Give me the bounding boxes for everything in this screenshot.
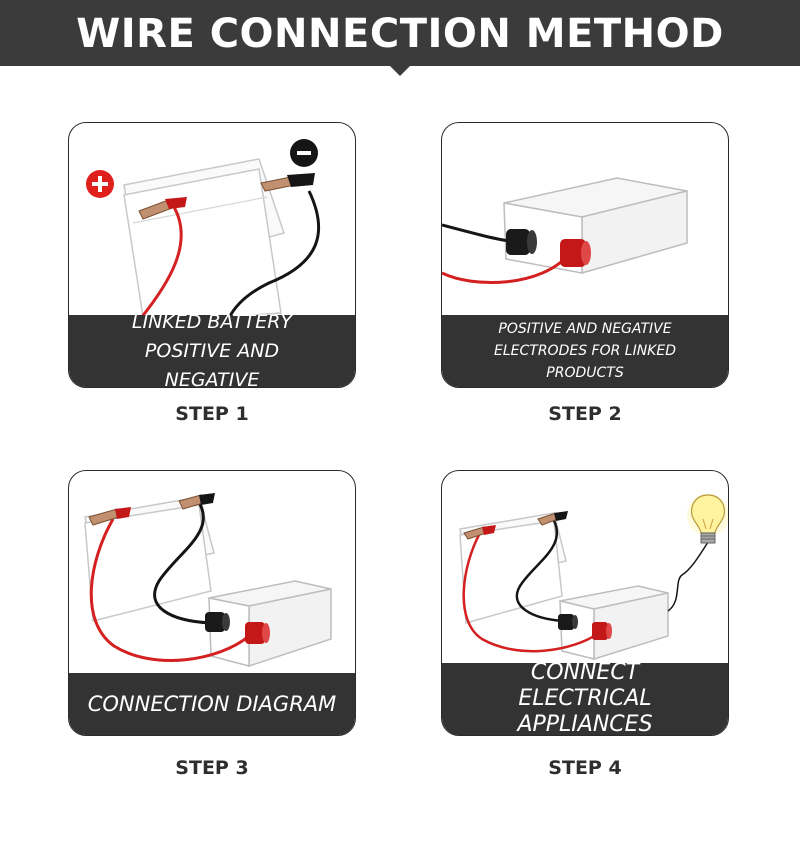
minus-badge-icon <box>290 139 318 167</box>
plus-badge-icon <box>86 170 114 198</box>
red-terminal-icon <box>560 239 591 267</box>
red-clamp-icon <box>138 197 187 220</box>
red-terminal-icon <box>592 622 612 640</box>
header-pointer <box>388 64 412 76</box>
step-2-card: POSITIVE AND NEGATIVE ELECTRODES FOR LIN… <box>441 122 729 388</box>
step-1-caption: LINKED BATTERY POSITIVE AND NEGATIVE <box>69 311 355 387</box>
page-title: WIRE CONNECTION METHOD <box>76 11 724 57</box>
black-terminal-icon <box>558 614 578 630</box>
battery-clamps-illustration <box>86 139 321 324</box>
step-4-card: CONNECT ELECTRICAL APPLIANCES <box>441 470 729 736</box>
black-clamp-icon <box>260 173 315 192</box>
black-terminal-icon <box>205 612 230 632</box>
step-3-caption: CONNECTION DIAGRAM <box>69 673 355 735</box>
product-terminals-illustration <box>442 177 688 285</box>
step-1-label: STEP 1 <box>175 403 249 425</box>
header-bar <box>0 0 800 66</box>
red-clamp-icon <box>88 507 131 526</box>
step-2-label: STEP 2 <box>548 403 622 425</box>
red-terminal-icon <box>245 622 270 644</box>
appliance-connection-illustration <box>459 494 728 661</box>
black-clamp-icon <box>178 493 215 510</box>
step-3-label: STEP 3 <box>175 757 249 779</box>
light-bulb-icon <box>687 494 728 544</box>
step-3-card: CONNECTION DIAGRAM <box>68 470 356 736</box>
black-clamp-icon <box>537 511 568 526</box>
black-terminal-icon <box>506 229 537 255</box>
connection-diagram-illustration <box>84 493 332 668</box>
step-4-caption: CONNECT ELECTRICAL APPLIANCES <box>442 660 728 735</box>
red-clamp-icon <box>463 525 496 540</box>
step-2-caption: POSITIVE AND NEGATIVE ELECTRODES FOR LIN… <box>442 315 728 387</box>
step-4-label: STEP 4 <box>548 757 622 779</box>
step-1-card: LINKED BATTERY POSITIVE AND NEGATIVE <box>68 122 356 388</box>
